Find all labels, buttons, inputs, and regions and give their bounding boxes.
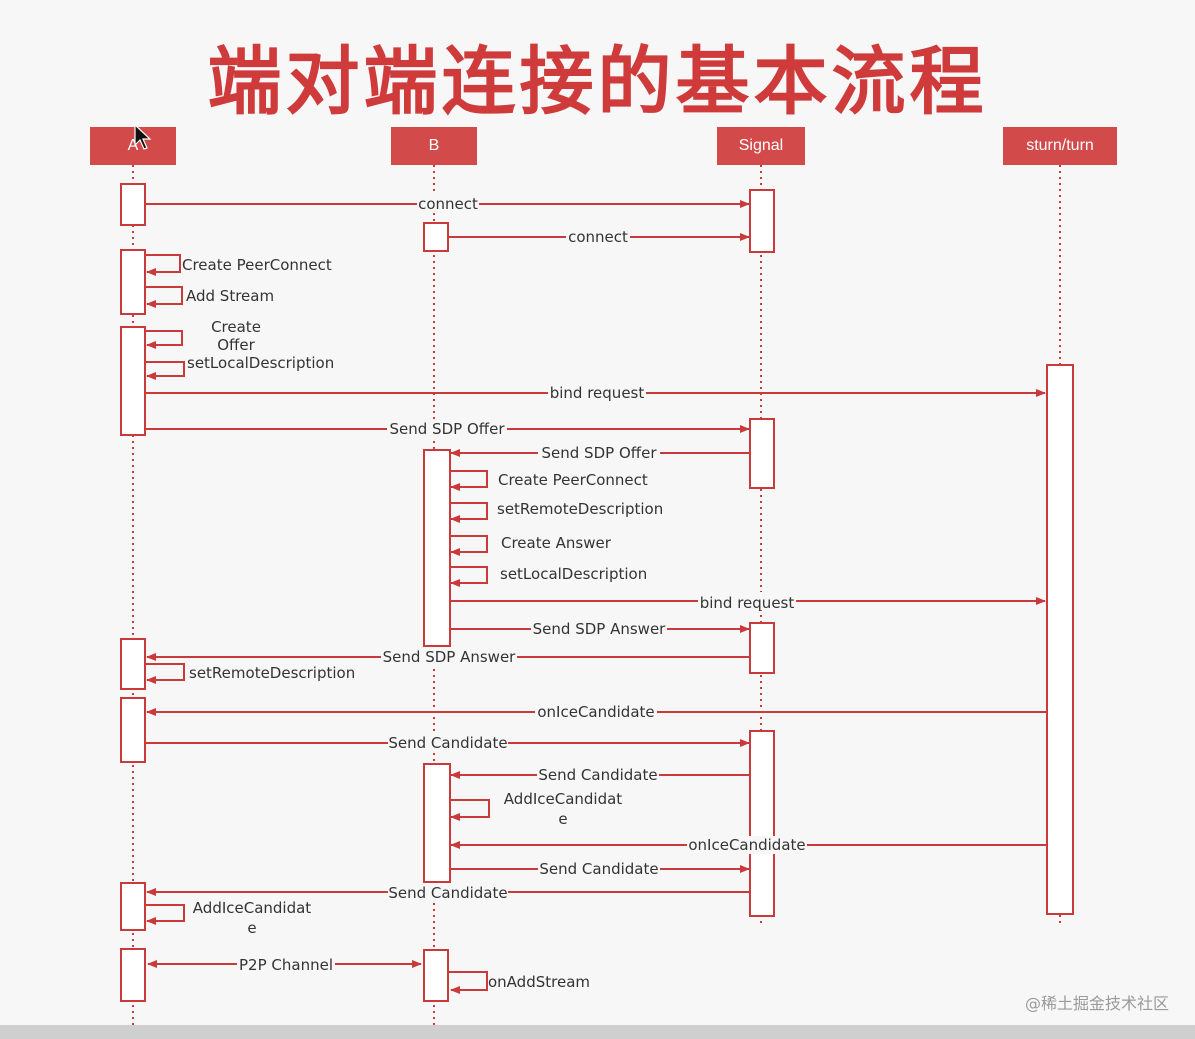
label-addicecandidate-a-2: e xyxy=(247,919,256,937)
activation-a-1 xyxy=(120,183,146,226)
self-setlocal-a xyxy=(146,361,185,380)
label-send-offer-b: Send SDP Offer xyxy=(542,444,658,462)
label-setlocal-a: setLocalDescription xyxy=(187,354,334,372)
self-setremote-b xyxy=(450,502,488,523)
self-create-answer xyxy=(450,535,488,556)
activation-b-4 xyxy=(423,949,449,1002)
self-setlocal-b xyxy=(450,566,488,587)
activation-a-2 xyxy=(120,249,146,315)
mouse-pointer-icon xyxy=(134,124,152,150)
label-send-candidate-to-b: Send Candidate xyxy=(538,766,657,784)
self-addicecandidate-b xyxy=(450,799,490,821)
label-create-peerconnect-b: Create PeerConnect xyxy=(498,471,648,489)
self-create-offer xyxy=(146,330,183,349)
activation-signal-3 xyxy=(749,622,775,674)
self-create-peerconnect-b xyxy=(450,470,488,491)
activation-b-3 xyxy=(423,763,451,883)
label-addicecandidate-b-2: e xyxy=(558,810,567,828)
label-connect-a: connect xyxy=(418,195,478,213)
label-p2p-channel: P2P Channel xyxy=(239,956,333,974)
activation-signal-2 xyxy=(749,418,775,489)
label-addicecandidate-b-1: AddIceCandidat xyxy=(504,790,623,808)
page-title: 端对端连接的基本流程 xyxy=(207,39,988,125)
activation-a-6 xyxy=(120,882,146,931)
label-send-candidate-a: Send Candidate xyxy=(388,734,507,752)
lane-header-a: A xyxy=(90,127,176,165)
label-create: Create xyxy=(211,318,261,336)
label-onaddstream: onAddStream xyxy=(488,973,590,991)
label-onicecandidate-a: onIceCandidate xyxy=(537,703,654,721)
activation-b-2 xyxy=(423,449,451,647)
self-add-stream-a xyxy=(146,286,183,308)
label-setremote-a: setRemoteDescription xyxy=(189,664,355,682)
lane-header-signal: Signal xyxy=(717,127,805,165)
activation-signal-1 xyxy=(749,189,775,253)
activation-stun xyxy=(1046,364,1074,915)
lane-header-stun: sturn/turn xyxy=(1003,127,1117,165)
label-send-candidate-b: Send Candidate xyxy=(539,860,658,878)
watermark: @稀土掘金技术社区 xyxy=(1024,994,1169,1013)
self-addicecandidate-a xyxy=(146,904,185,925)
label-send-answer-a: Send SDP Answer xyxy=(383,648,517,666)
label-bind-request-b: bind request xyxy=(700,594,795,612)
activation-signal-4 xyxy=(749,730,775,917)
activation-a-7 xyxy=(120,948,146,1002)
label-onicecandidate-b: onIceCandidate xyxy=(688,836,805,854)
label-setlocal-b: setLocalDescription xyxy=(500,565,647,583)
bottom-bar xyxy=(0,1025,1195,1039)
label-bind-request-a: bind request xyxy=(550,384,645,402)
label-send-answer-b: Send SDP Answer xyxy=(533,620,667,638)
activation-a-3 xyxy=(120,326,146,436)
activation-a-4 xyxy=(120,638,146,690)
label-create-peerconnect-a: Create PeerConnect xyxy=(182,256,332,274)
lane-header-b: B xyxy=(391,127,477,165)
label-connect-b: connect xyxy=(568,228,628,246)
label-send-candidate-to-a: Send Candidate xyxy=(388,884,507,902)
label-setremote-b: setRemoteDescription xyxy=(497,500,663,518)
activation-b-1 xyxy=(423,222,449,252)
label-addicecandidate-a-1: AddIceCandidat xyxy=(193,899,312,917)
self-onaddstream-b xyxy=(449,971,488,994)
label-add-stream: Add Stream xyxy=(186,287,274,305)
label-offer: Offer xyxy=(217,336,255,354)
label-send-offer-a: Send SDP Offer xyxy=(390,420,506,438)
label-create-answer: Create Answer xyxy=(501,534,612,552)
self-create-peerconnect-a xyxy=(146,254,181,276)
self-setremote-a xyxy=(146,663,185,684)
activation-a-5 xyxy=(120,697,146,763)
